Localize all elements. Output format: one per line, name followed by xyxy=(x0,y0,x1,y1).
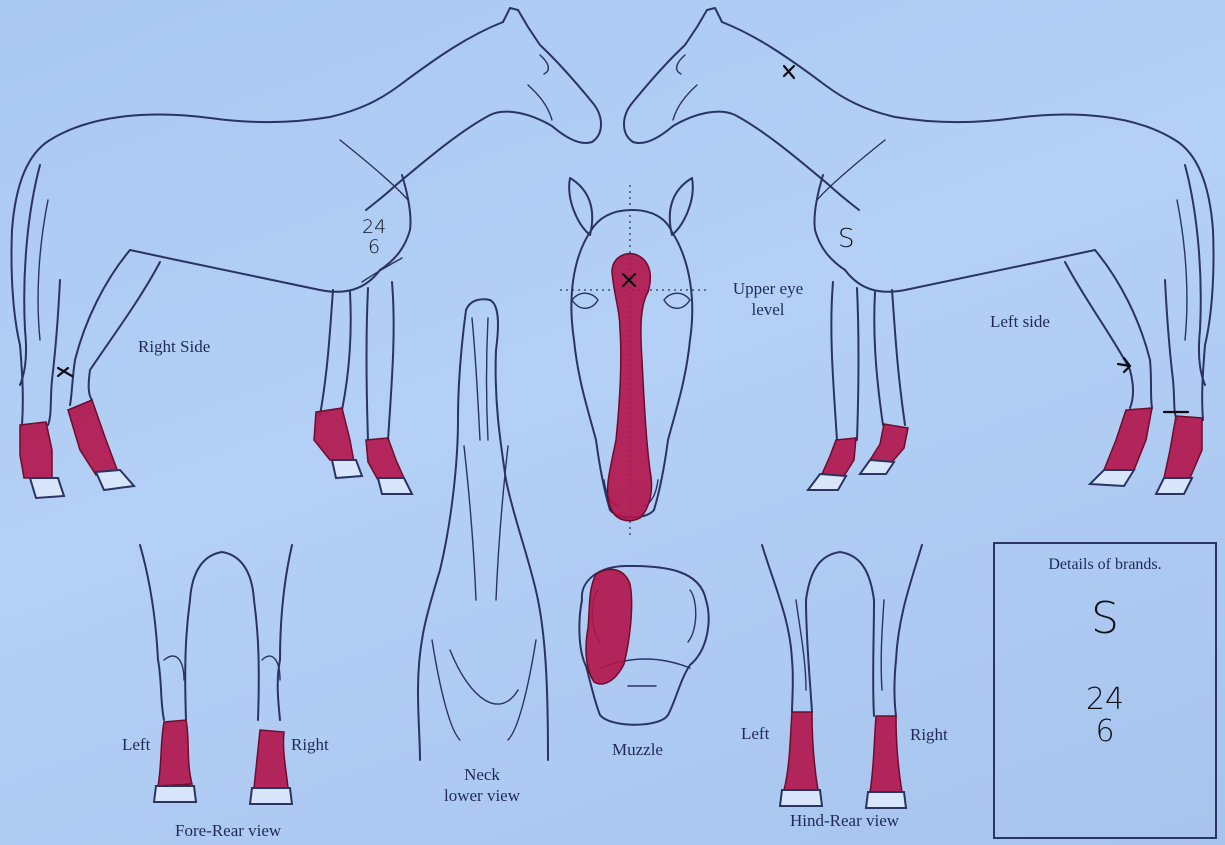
upper-eye-level-label: Upper eye level xyxy=(718,278,818,320)
face-blaze-marking xyxy=(608,254,652,521)
hind-left-label: Left xyxy=(741,723,769,744)
hind-rear-view-label: Hind-Rear view xyxy=(790,810,899,831)
fore-right-leg-marking xyxy=(254,730,288,788)
neck-lower-view-label: Neck lower view xyxy=(430,764,534,806)
left-side-brand-note: S xyxy=(838,226,855,253)
right-side-hind-right-stocking xyxy=(68,400,118,475)
brand-details-box: Details of brands. S 24 6 xyxy=(993,542,1217,839)
left-side-hind-right-stocking xyxy=(1164,416,1202,478)
left-side-label: Left side xyxy=(990,311,1050,332)
fore-left-leg-marking xyxy=(158,720,192,786)
left-side-fore-right-sock xyxy=(870,424,908,462)
right-side-horse xyxy=(11,8,601,498)
right-side-fore-right-sock xyxy=(366,438,404,480)
fore-rear-view-label: Fore-Rear view xyxy=(175,820,281,841)
muzzle-label: Muzzle xyxy=(612,739,663,760)
left-side-fore-left-sock xyxy=(822,438,856,476)
face-front-view xyxy=(560,178,708,535)
neck-lower-view xyxy=(418,299,548,760)
right-side-brand-note: 24 6 xyxy=(362,218,386,258)
muzzle-view xyxy=(579,566,708,725)
left-side-cross-mark xyxy=(784,66,794,78)
fore-right-label: Right xyxy=(291,734,329,755)
brand-detail-number: 24 6 xyxy=(995,684,1215,747)
right-side-fore-left-sock xyxy=(314,408,354,462)
right-side-hind-left-stocking xyxy=(20,422,52,478)
muzzle-marking xyxy=(586,569,632,684)
left-side-horse xyxy=(624,8,1214,494)
right-side-label: Right Side xyxy=(138,336,210,357)
hind-left-leg-marking xyxy=(784,712,818,790)
right-side-cross-mark xyxy=(58,368,72,376)
fore-left-label: Left xyxy=(122,734,150,755)
hind-right-leg-marking xyxy=(870,716,902,792)
brand-details-title: Details of brands. xyxy=(995,556,1215,574)
fore-rear-view xyxy=(140,545,292,804)
hind-rear-view xyxy=(762,545,922,808)
hind-right-label: Right xyxy=(910,724,948,745)
left-side-hind-left-stocking xyxy=(1104,408,1152,470)
brand-detail-letter: S xyxy=(995,596,1215,642)
